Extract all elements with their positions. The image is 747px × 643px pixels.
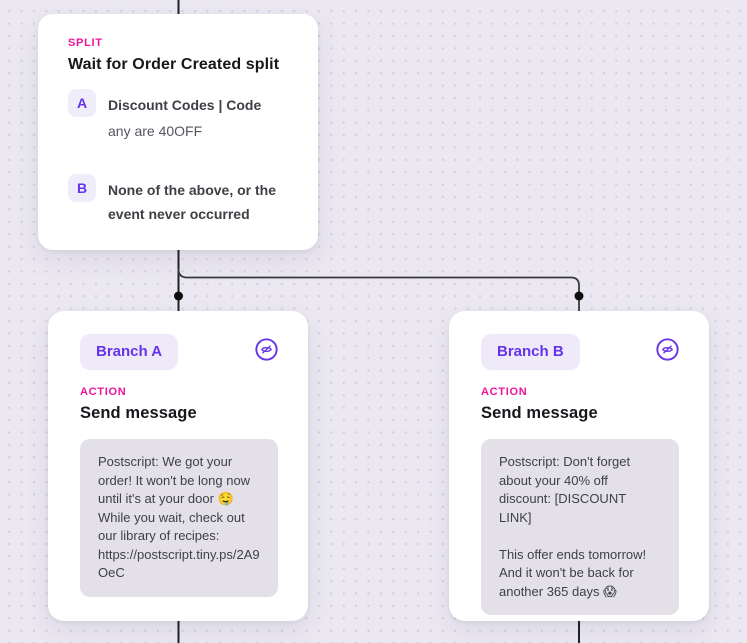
branch-b-action-label: ACTION bbox=[481, 386, 528, 398]
branch-a-header: Branch A bbox=[80, 334, 278, 370]
split-branch-row-a: A Discount Codes | Code any are 40OFF bbox=[68, 89, 296, 143]
branch-b-key-badge: B bbox=[68, 174, 96, 202]
branch-b-condition: None of the above, or the event never oc… bbox=[108, 182, 277, 222]
branch-b-message-preview: Postscript: Don't forget about your 40% … bbox=[481, 439, 679, 615]
branch-a-texts: Discount Codes | Code any are 40OFF bbox=[108, 89, 261, 143]
split-type-label: SPLIT bbox=[68, 37, 103, 49]
branch-b-action-card[interactable]: Branch B ACTION Send message Postscript:… bbox=[449, 311, 709, 621]
branch-b-action-title: Send message bbox=[481, 404, 598, 422]
branch-b-texts: None of the above, or the event never oc… bbox=[108, 174, 296, 226]
eye-off-icon[interactable] bbox=[255, 338, 278, 361]
branch-b-header: Branch B bbox=[481, 334, 679, 370]
branch-a-action-card[interactable]: Branch A ACTION Send message Postscript:… bbox=[48, 311, 308, 621]
branch-a-detail: any are 40OFF bbox=[108, 123, 203, 139]
branch-a-condition: Discount Codes | Code bbox=[108, 97, 262, 113]
branch-a-action-title: Send message bbox=[80, 404, 197, 422]
connector-node-dot-b bbox=[574, 291, 584, 301]
eye-off-icon[interactable] bbox=[656, 338, 679, 361]
branch-a-key-badge: A bbox=[68, 89, 96, 117]
connector-split-to-branch-b bbox=[177, 268, 580, 311]
split-title: Wait for Order Created split bbox=[68, 56, 280, 73]
branch-b-badge: Branch B bbox=[481, 334, 580, 370]
branch-a-action-label: ACTION bbox=[80, 386, 127, 398]
split-branch-row-b: B None of the above, or the event never … bbox=[68, 174, 296, 226]
split-node-card[interactable]: SPLIT Wait for Order Created split A Dis… bbox=[38, 14, 318, 250]
connector-node-dot-a bbox=[174, 291, 183, 301]
branch-a-message-preview: Postscript: We got your order! It won't … bbox=[80, 439, 278, 597]
branch-a-badge: Branch A bbox=[80, 334, 179, 370]
